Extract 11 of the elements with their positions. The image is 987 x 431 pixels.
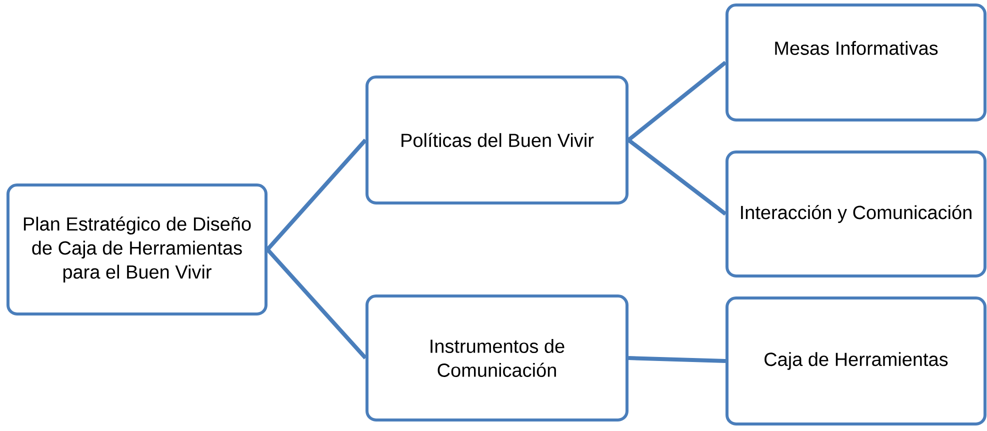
text-box: Caja de Herramientas (726, 296, 987, 426)
connector-line (627, 60, 727, 142)
text-box: Mesas Informativas (726, 4, 987, 122)
connector-line (628, 356, 726, 363)
text-box: Plan Estratégico de Diseño de Caja de Herramientas para el Buen Vivir (6, 184, 268, 316)
text-box: Políticas del Buen Vivir (366, 76, 628, 204)
connector-line (266, 138, 367, 251)
connector-line (627, 138, 727, 216)
text-box: Instrumentos de Comunicación (366, 294, 628, 422)
text-box: Interacción y Comunicación (726, 150, 987, 278)
connector-line (266, 248, 367, 360)
